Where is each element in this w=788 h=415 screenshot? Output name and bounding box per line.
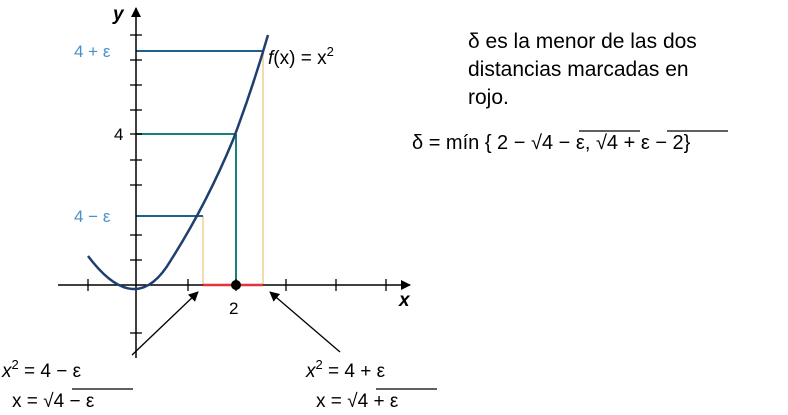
arrow-left xyxy=(131,291,199,356)
explanation-line-2: distancias marcadas en xyxy=(468,58,689,81)
x-axis-label: x xyxy=(398,290,411,311)
y-label-middle: 4 xyxy=(114,125,123,144)
parabola-curve xyxy=(87,34,270,291)
annotation-right-line-2: x = √4 + ε xyxy=(316,391,399,412)
explanation-line-1: δ es la menor de las dos xyxy=(468,30,697,53)
y-ticks xyxy=(130,34,142,334)
annotation-left-line-2: x = √4 − ε xyxy=(12,391,95,412)
arrow-right xyxy=(269,291,341,353)
explanation-line-3: rojo. xyxy=(468,86,509,109)
y-label-upper: 4 + ε xyxy=(74,42,111,61)
y-axis-label: y xyxy=(112,4,125,25)
annotation-right-line-1: x2 = 4 + ε xyxy=(305,357,386,382)
annotation-left-line-1: x2 = 4 − ε xyxy=(1,357,82,382)
delta-formula: δ = mín { 2 − √4 − ε, √4 + ε − 2} xyxy=(412,132,691,154)
curve-label: f(x) = x2 xyxy=(268,44,334,69)
point-x-2 xyxy=(231,280,241,290)
y-label-lower: 4 − ε xyxy=(74,207,111,226)
x-tick-label-2: 2 xyxy=(229,299,238,318)
